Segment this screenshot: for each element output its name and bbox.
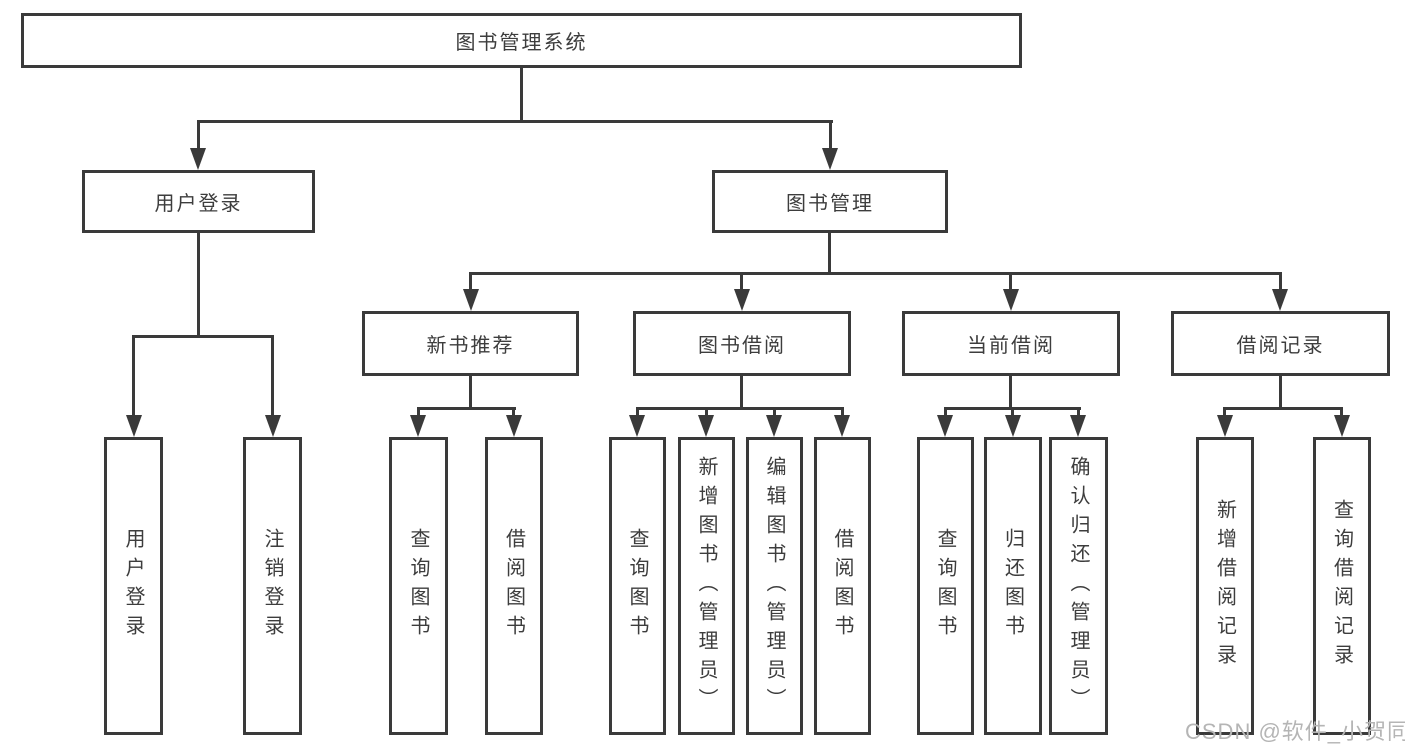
connector-line <box>740 376 743 407</box>
arrow-down-icon <box>1070 415 1086 437</box>
node-label: 查询图书 <box>407 528 429 644</box>
arrow-down-icon <box>629 415 645 437</box>
node-label: 新书推荐 <box>426 335 515 357</box>
node-book-management: 图书管理 <box>712 170 948 233</box>
connector-line <box>1279 272 1282 292</box>
connector-line <box>197 120 200 153</box>
node-label: 图书借阅 <box>698 335 786 357</box>
node-label: 新增图书（管理员） <box>695 455 717 717</box>
connector-line <box>1223 407 1343 410</box>
node-borrow-books-borrow: 借阅图书 <box>814 437 871 735</box>
arrow-down-icon <box>265 415 281 437</box>
node-label: 图书管理系统 <box>455 32 588 54</box>
node-label: 查询借阅记录 <box>1330 499 1353 673</box>
node-label: 借阅记录 <box>1236 335 1325 357</box>
node-borrow-records: 借阅记录 <box>1171 311 1390 376</box>
csdn-watermark: CSDN @软件_小贺同学 <box>1185 719 1405 744</box>
arrow-down-icon <box>822 148 838 170</box>
node-current-borrow: 当前借阅 <box>902 311 1120 376</box>
connector-line <box>271 335 274 418</box>
node-label: 查询图书 <box>626 528 648 644</box>
node-label: 用户登录 <box>154 193 243 215</box>
connector-line <box>1009 376 1012 407</box>
arrow-down-icon <box>190 148 206 170</box>
connector-line <box>133 335 274 338</box>
arrow-down-icon <box>698 415 714 437</box>
arrow-down-icon <box>1003 289 1019 311</box>
connector-line <box>197 233 200 335</box>
connector-line <box>132 335 135 418</box>
node-label: 注销登录 <box>261 528 283 644</box>
arrow-down-icon <box>766 415 782 437</box>
arrow-down-icon <box>1005 415 1021 437</box>
arrow-down-icon <box>506 415 522 437</box>
arrow-down-icon <box>126 415 142 437</box>
node-borrow-books-recommend: 借阅图书 <box>485 437 543 735</box>
connector-line <box>1279 376 1282 407</box>
node-add-borrow-record: 新增借阅记录 <box>1196 437 1254 735</box>
connector-line <box>828 233 831 272</box>
connector-line <box>469 376 472 407</box>
node-add-book-admin: 新增图书（管理员） <box>678 437 735 735</box>
connector-line <box>469 272 1282 275</box>
node-book-borrow: 图书借阅 <box>633 311 851 376</box>
node-label: 编辑图书（管理员） <box>763 455 785 717</box>
node-edit-book-admin: 编辑图书（管理员） <box>746 437 803 735</box>
arrow-down-icon <box>1272 289 1288 311</box>
node-label: 借阅图书 <box>831 528 853 644</box>
node-query-books-borrow: 查询图书 <box>609 437 666 735</box>
connector-line <box>1009 272 1012 292</box>
connector-line <box>417 407 516 410</box>
node-query-borrow-record: 查询借阅记录 <box>1313 437 1371 735</box>
arrow-down-icon <box>834 415 850 437</box>
node-user-login: 用户登录 <box>82 170 315 233</box>
node-query-books-recommend: 查询图书 <box>389 437 448 735</box>
node-user-login-leaf: 用户登录 <box>104 437 163 735</box>
node-label: 借阅图书 <box>502 528 525 644</box>
node-label: 新增借阅记录 <box>1213 499 1236 673</box>
connector-line <box>636 407 844 410</box>
arrow-down-icon <box>1334 415 1350 437</box>
node-new-book-recommend: 新书推荐 <box>362 311 579 376</box>
connector-line <box>197 120 833 123</box>
node-logout: 注销登录 <box>243 437 302 735</box>
connector-line <box>740 272 743 292</box>
arrow-down-icon <box>463 289 479 311</box>
node-confirm-return-admin: 确认归还（管理员） <box>1049 437 1108 735</box>
node-label: 当前借阅 <box>967 335 1055 357</box>
node-label: 查询图书 <box>934 528 956 644</box>
arrow-down-icon <box>1217 415 1233 437</box>
node-label: 用户登录 <box>122 528 144 644</box>
arrow-down-icon <box>734 289 750 311</box>
node-query-books-current: 查询图书 <box>917 437 974 735</box>
connector-line <box>469 272 472 292</box>
connector-line <box>829 120 832 153</box>
node-label: 归还图书 <box>1001 528 1024 644</box>
arrow-down-icon <box>937 415 953 437</box>
connector-line <box>520 68 523 120</box>
node-label: 确认归还（管理员） <box>1067 455 1089 717</box>
node-return-books: 归还图书 <box>984 437 1042 735</box>
node-root: 图书管理系统 <box>21 13 1022 68</box>
node-label: 图书管理 <box>786 193 874 215</box>
arrow-down-icon <box>410 415 426 437</box>
